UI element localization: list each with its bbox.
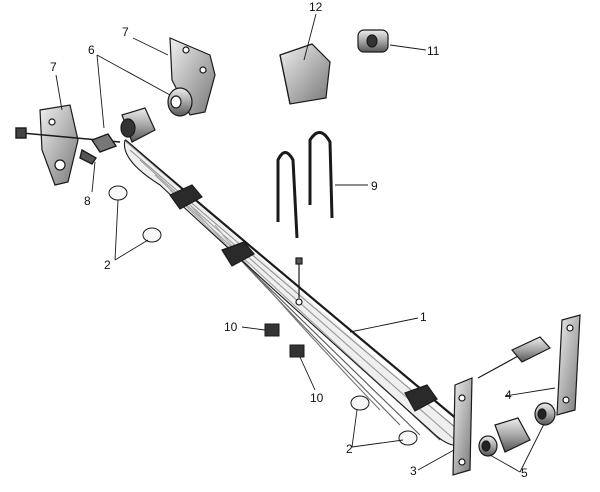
rear-shackle-pin xyxy=(477,336,551,379)
rear-shackle xyxy=(452,314,581,476)
callout-10-lower: 10 xyxy=(310,391,324,405)
callout-9: 9 xyxy=(371,179,378,193)
callout-2-front: 2 xyxy=(104,258,111,272)
callout-2-rear: 2 xyxy=(346,442,353,456)
spacers xyxy=(264,323,305,358)
callout-1: 1 xyxy=(420,310,427,324)
callout-4: 4 xyxy=(505,388,512,402)
callout-7-upper: 7 xyxy=(122,25,129,39)
front-hanger-upper xyxy=(167,37,216,117)
rubber-bush-small xyxy=(357,29,389,53)
front-eye-bolt xyxy=(15,127,121,165)
front-hanger-left xyxy=(39,104,79,186)
callout-11: 11 xyxy=(427,44,440,58)
rubber-bump-stop xyxy=(279,43,331,105)
rear-bushes xyxy=(478,402,556,457)
callout-7-left: 7 xyxy=(50,60,57,74)
centre-bolt xyxy=(295,257,303,306)
callout-8: 8 xyxy=(84,194,91,208)
callout-6: 6 xyxy=(88,43,95,57)
callout-5: 5 xyxy=(521,466,528,480)
leader-lines xyxy=(55,13,556,473)
callout-3: 3 xyxy=(410,464,417,478)
callout-10-upper: 10 xyxy=(224,320,238,334)
front-eye-bush xyxy=(120,107,156,143)
leaf-spring xyxy=(123,139,471,447)
spring-clips xyxy=(169,184,438,412)
washers xyxy=(108,185,418,446)
u-bolts xyxy=(276,131,334,239)
callout-12: 12 xyxy=(309,0,323,14)
